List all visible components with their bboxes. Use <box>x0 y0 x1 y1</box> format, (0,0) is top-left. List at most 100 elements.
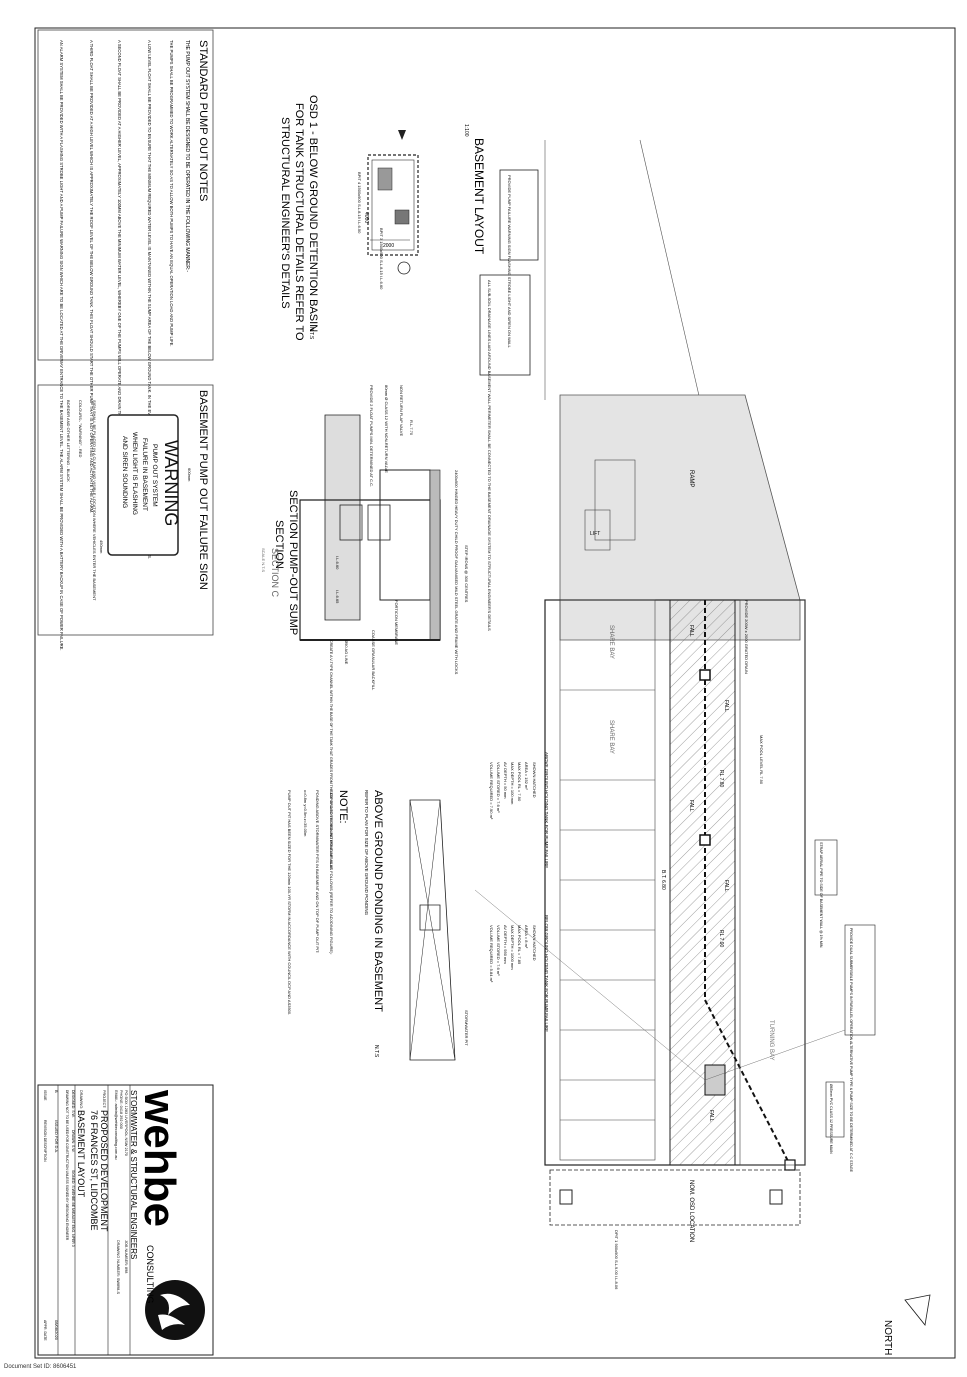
sign-warning: WARNING <box>161 440 181 526</box>
drawing-number: DRAWING NUMBER: SW898-S <box>116 1240 120 1295</box>
section-scale: SCALE N.T.S <box>261 548 266 572</box>
section-marker-icon <box>397 261 411 275</box>
ponding-note-3: x=0.8m y=0.5m z=35.00m <box>303 790 308 837</box>
project-label: PROJECT: <box>102 1090 106 1108</box>
agt-max-depth: MAX DEPTH = 100 mm <box>510 762 515 805</box>
company-email: EMAIL: admin@wehbeconsulting.com.au <box>114 1090 118 1160</box>
section-rl-top: R.L.7.70 <box>409 420 414 436</box>
company-name: wehbe <box>135 1089 184 1227</box>
agt-title: ABOVE GROUND HOLDING TANK FOR PUMP FAILU… <box>544 752 549 868</box>
rl-b: RL 7.90 <box>718 930 724 948</box>
bgt-vol-stored: VOLUME STORED = 7.6 m³ <box>496 925 501 976</box>
arrow-icon <box>398 130 406 140</box>
pump-note: PROVIDE DUAL SUBMERSIBLE PUMPS IN PARALL… <box>849 928 853 1173</box>
company-address: PO BOX 1283 LIVERPOOL NSW 2170 <box>124 1090 128 1156</box>
section-tag: SECTION C <box>270 548 280 598</box>
pressure-main-note: Ø65mm PVC CLASS 12 PRESSURE MAIN <box>829 1084 833 1154</box>
sign-note-1: SIGN SHALL BE PLACED IN A CLEAR AND VISI… <box>92 400 97 601</box>
designed: DESIGNED: S.W. <box>71 1090 75 1118</box>
fall-label-2: FALL <box>723 880 729 892</box>
agt-vol-req: VOLUME REQUIRED = 7.90 m³ <box>489 762 494 820</box>
agt-max-pool: MAX POOL RL = 7.90 <box>517 762 522 802</box>
drawn: DRAWN: S.W. <box>71 1130 75 1152</box>
notes-item-3: A SECOND FLOAT SHALL BE PROVIDED AT A HI… <box>117 40 122 518</box>
ramp-area <box>559 394 801 641</box>
fall-label-3: FALL <box>688 625 694 637</box>
signed: SIGNED: S.WEHBE BE MIEAUST ENG. NPER 3 <box>71 1170 75 1247</box>
section-title: SECTION PUMP-OUT SUMP <box>287 490 299 635</box>
issue-code: B <box>54 1090 59 1093</box>
ponding-detail: ABOVE GROUND PONDING IN BASEMENT N.T.S R… <box>287 790 469 1061</box>
pit-plan: BPIT 4 1500x900 S.L.8.15 I.L.6.50 BPIT 3… <box>357 130 419 290</box>
osd-line-1: OSD 1 - BELOW GROUND DETENTION BASIN <box>307 95 319 332</box>
fall-label-4: FALL <box>688 800 694 812</box>
osd-line-2: FOR TANK STRUCTURAL DETAILS REFER TO <box>293 103 305 341</box>
fall-label-1: FALL <box>723 700 729 712</box>
strap-note: STRAP AERIAL PIPE TO SIDE OF BASEMENT WA… <box>819 842 823 948</box>
section-forticon: FORTICON MEMBRANE <box>394 600 399 645</box>
dim-a: 4000 <box>363 212 369 223</box>
lift-shaft <box>584 509 611 551</box>
title-block: wehbe CONSULTING STORMWATER & STRUCTURAL… <box>37 1084 214 1356</box>
turning-bay-label: TURNING BAY <box>768 1020 774 1061</box>
warning-note-box: PROVIDE PUMP FAILURE WARNING SIGN FLASHI… <box>499 169 539 348</box>
sign-line-2: FAILURE IN BASEMENT <box>141 438 148 511</box>
bgt-max-pool: MAX POOL RL = 7.85 <box>517 925 522 965</box>
agt-shown: SHOWN HATCHED <box>532 762 537 798</box>
drawing-name: BASEMENT LAYOUT <box>76 1110 86 1198</box>
basement-plan: RAMP LIFT SHARE BAY SHARE BAY <box>474 139 876 1290</box>
rl-a: RL 7.80 <box>718 770 724 788</box>
revision-label: REVISION DESCRIPTION <box>43 1120 47 1162</box>
bgt-max-depth: MAX DEPTH = 1000 mm <box>510 925 515 970</box>
grate-note: PROVIDE 200W x 2000 GRATED DRAIN <box>744 600 749 674</box>
section-ag-line: Ø90 AG LINE <box>344 640 349 665</box>
agt-area: AREA = 152 m² <box>524 762 529 790</box>
share-bay-1: SHARE BAY <box>608 625 614 659</box>
fall-label-5: FALL <box>708 1110 714 1122</box>
ponding-note-1: SIZE OF ABOVE GROUND PONDING IS AS FOLLO… <box>329 790 334 955</box>
section-pump-class: 80mm Ø CLASS 12 WITH NON-RETURN VALVE <box>384 385 389 473</box>
ponding-note-4: PUMP OUT PIT HAS BEEN SIZED FOR THE 120m… <box>287 790 292 1015</box>
osd-line-3: STRUCTURAL ENGINEER'S DETAILS <box>279 117 291 309</box>
section-il: I.L.6.60 <box>335 556 340 570</box>
notes-item-4: A THIRD FLOAT SHALL BE PROVIDED AT A HIG… <box>89 40 94 513</box>
ponding-note-title: NOTE: <box>337 790 349 824</box>
ponding-sub: REFER TO PLAN FOR SIZE OF ABOVE GROUND P… <box>364 790 369 916</box>
section-coarse: COARSE GRANULAR BACKFILL <box>371 630 376 691</box>
bgt-shown: SHOWN HATCHED <box>532 925 537 961</box>
dpit-label: DPIT 1 900x900 S.L.9.00 I.L.8.06 <box>614 1230 619 1290</box>
ponding-note-2: PONDING ABOVE STORMWATER PITS IN BASEMEN… <box>315 790 320 953</box>
section-step-irons: STEP IRONS @ 300 CENTRES <box>464 545 469 603</box>
notes-item-1: THE PUMPS SHALL BE PROGRAMMED TO WORK AL… <box>169 40 174 347</box>
section-pumps: PROVIDE 2 FLOAT PUMPS MIN. DETERMINED AT… <box>369 385 374 487</box>
sign-title: BASEMENT PUMP OUT FAILURE SIGN <box>197 390 209 590</box>
share-bay-2: SHARE BAY <box>608 720 614 754</box>
basement-layout-scale: 1:100 <box>463 124 469 137</box>
warning-sign: BASEMENT PUMP OUT FAILURE SIGN WARNING P… <box>37 384 214 636</box>
basement-title: BASEMENT LAYOUT 1:100 <box>463 124 486 255</box>
above-ground-tank-table: ABOVE GROUND HOLDING TANK FOR PUMP FAILU… <box>489 752 549 868</box>
bpit-a-label: BPIT 4 1500x900 S.L.8.15 I.L.6.50 <box>357 172 362 234</box>
stair <box>594 459 636 541</box>
ponding-scale: N.T.S <box>373 1045 379 1058</box>
north-arrow-icon <box>904 1294 931 1326</box>
date-label: APPR. DATE <box>43 1320 47 1341</box>
section-vtype: CREATE A V-TYPE CHANNEL WITHIN THE BASE … <box>329 640 333 870</box>
lift-label: LIFT <box>590 531 600 537</box>
sign-width: 600mm <box>187 468 192 482</box>
notes-item-2: A LOW LEVEL FLOAT SHALL BE PROVIDED TO E… <box>147 40 152 559</box>
project-name: PROPOSED DEVELOPMENT <box>99 1110 109 1232</box>
pit-1 <box>699 669 711 681</box>
company-tagline: STORMWATER & STRUCTURAL ENGINEERS <box>129 1090 138 1259</box>
pressure-main-line <box>704 999 791 1166</box>
pit-2 <box>699 834 711 846</box>
pump-out-notes: STANDARD PUMP OUT NOTES THE PUMP OUT SYS… <box>37 29 214 651</box>
sign-note-2: COLOURS:- "WARNING" - RED <box>78 400 83 457</box>
document-id: Document Set ID: 8606451 <box>4 1364 77 1370</box>
parking-bays <box>559 599 656 1161</box>
subsoil-note-text: ALL SUB-SOIL DRAINAGE LINES LAID AROUND … <box>487 280 492 631</box>
north-arrow: NORTH <box>882 1294 931 1355</box>
bgt-area: AREA = 8 m² <box>524 925 529 949</box>
below-ground-tank-table: BELOW GROUND HOLDING TANK FOR PUMP FAILU… <box>489 915 549 1032</box>
